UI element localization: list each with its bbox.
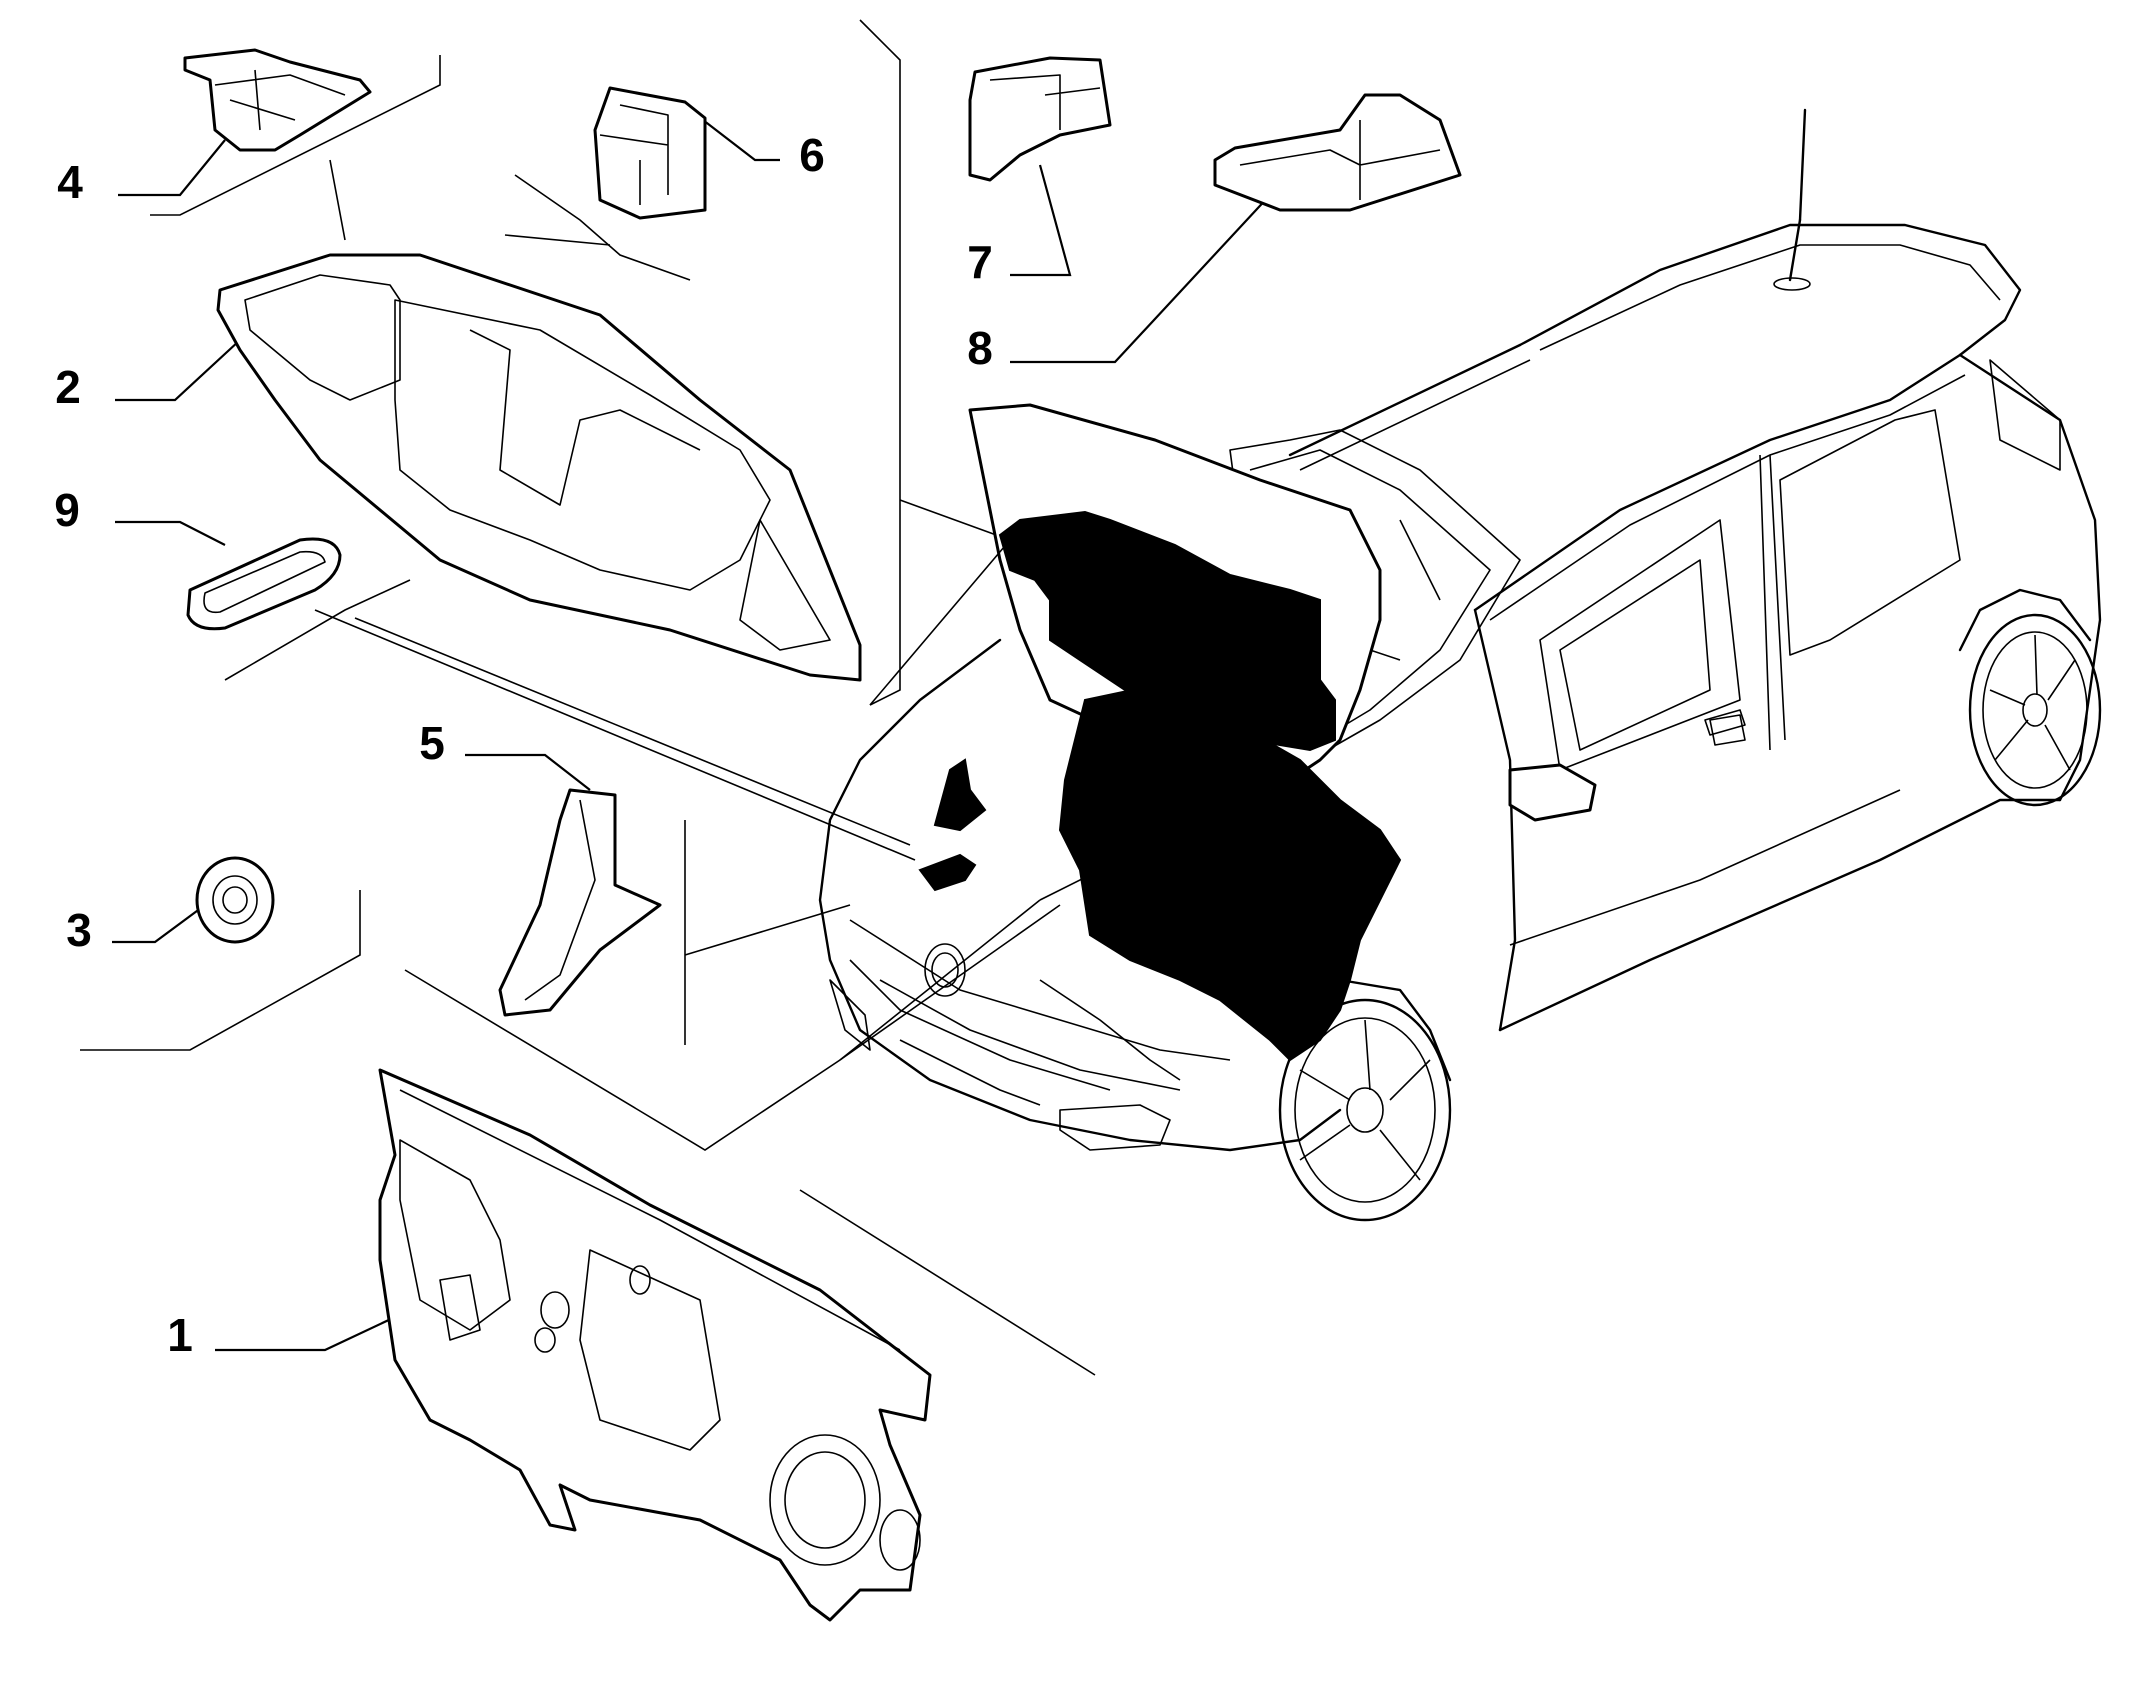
callout-8: 8	[967, 322, 993, 374]
part-8-insulator	[1213, 93, 1462, 212]
callout-1: 1	[167, 1309, 193, 1361]
part-3-grommet	[195, 856, 275, 944]
callout-4: 4	[57, 156, 83, 208]
part-5-wedge	[498, 788, 662, 1017]
callout-5: 5	[419, 717, 445, 769]
car-illustration	[818, 108, 2102, 1222]
pointer-lines	[839, 539, 1201, 1061]
part-7-bracket	[968, 56, 1112, 182]
part-2-hood-insulation	[216, 253, 862, 682]
callout-9: 9	[54, 484, 80, 536]
part-6-block	[593, 86, 707, 220]
callout-7: 7	[967, 236, 993, 288]
guide-lines	[80, 19, 1096, 1376]
leader-lines	[112, 109, 1271, 1352]
part-1-dash-insulation	[378, 1068, 932, 1622]
part-9-seal	[186, 537, 342, 631]
callout-6: 6	[799, 129, 825, 181]
callout-3: 3	[66, 904, 92, 956]
part-4-bracket	[183, 48, 372, 152]
callout-2: 2	[55, 361, 81, 413]
